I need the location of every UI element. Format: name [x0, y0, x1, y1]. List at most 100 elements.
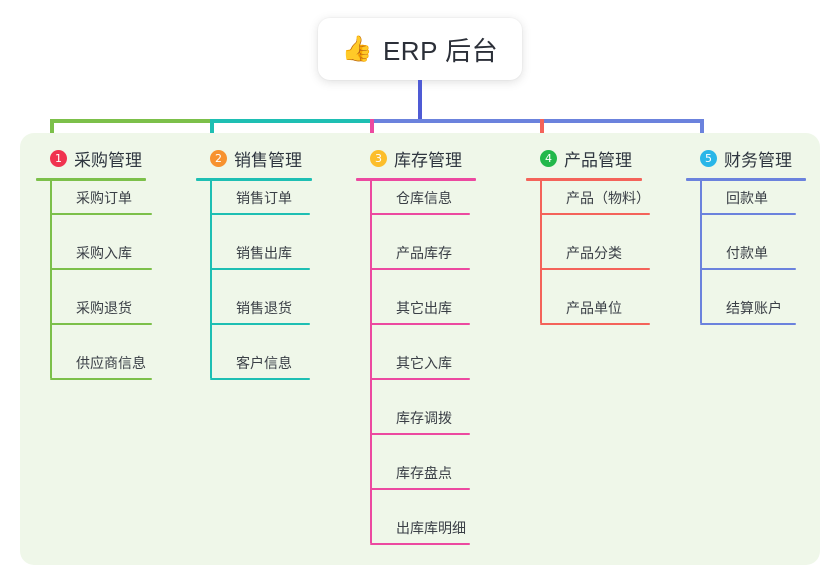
branches-panel	[20, 133, 820, 565]
leaf-label: 客户信息	[236, 355, 292, 371]
leaf-rule	[540, 268, 650, 270]
branch-badge-1: 1	[50, 149, 67, 167]
root-stem-line	[418, 80, 422, 123]
leaf-rule	[370, 268, 470, 270]
branch-badge-4: 4	[540, 149, 557, 167]
leaf-rule	[210, 378, 310, 380]
branch-title-2: 销售管理	[234, 150, 302, 170]
leaf-item[interactable]: 采购退货	[50, 290, 152, 345]
branch-badge-3: 3	[370, 149, 387, 167]
leaf-rule	[370, 323, 470, 325]
leaf-rule	[700, 213, 796, 215]
leaf-label: 产品单位	[566, 300, 622, 316]
leaf-label: 供应商信息	[76, 355, 146, 371]
leaf-label: 采购订单	[76, 190, 132, 206]
leaf-label: 库存盘点	[396, 465, 452, 481]
leaf-item[interactable]: 销售订单	[210, 180, 310, 235]
leaf-item[interactable]: 销售退货	[210, 290, 310, 345]
leaf-rule	[50, 213, 152, 215]
leaf-item[interactable]: 供应商信息	[50, 345, 152, 400]
branch-rule-4	[526, 178, 642, 181]
branch-rule-2	[196, 178, 312, 181]
leaf-item[interactable]: 客户信息	[210, 345, 310, 400]
branch-header-3[interactable]: 3 库存管理	[356, 146, 476, 170]
connector-bar-segment-1	[50, 119, 214, 123]
leaf-label: 库存调拨	[396, 410, 452, 426]
leaf-label: 付款单	[726, 245, 768, 261]
leaf-rule	[50, 268, 152, 270]
connector-bar-segment-2	[210, 119, 374, 123]
leaf-item[interactable]: 产品单位	[540, 290, 650, 345]
leaf-label: 出库库明细	[396, 520, 466, 536]
leaf-item[interactable]: 付款单	[700, 235, 796, 290]
leaf-rule	[210, 323, 310, 325]
leaf-rule	[540, 213, 650, 215]
leaf-item[interactable]: 产品分类	[540, 235, 650, 290]
leaf-item[interactable]: 库存调拨	[370, 400, 470, 455]
branch-trunk-1	[50, 180, 52, 378]
leaf-label: 仓库信息	[396, 190, 452, 206]
leaf-item[interactable]: 回款单	[700, 180, 796, 235]
leaf-rule	[210, 268, 310, 270]
branch-trunk-2	[210, 180, 212, 378]
leaf-item[interactable]: 其它入库	[370, 345, 470, 400]
leaf-label: 采购入库	[76, 245, 132, 261]
branch-header-1[interactable]: 1 采购管理	[36, 146, 146, 170]
leaf-label: 其它入库	[396, 355, 452, 371]
connector-bar-segment-3	[370, 119, 704, 123]
leaf-label: 产品分类	[566, 245, 622, 261]
leaf-rule	[370, 488, 470, 490]
branch-title-5: 财务管理	[724, 150, 792, 170]
branch-column-1: 1 采购管理	[36, 146, 146, 181]
leaf-label: 产品（物料）	[566, 190, 650, 206]
leaf-rule	[50, 378, 152, 380]
leaf-label: 回款单	[726, 190, 768, 206]
branch-header-2[interactable]: 2 销售管理	[196, 146, 312, 170]
leaf-item[interactable]: 采购订单	[50, 180, 152, 235]
leaf-item[interactable]: 产品库存	[370, 235, 470, 290]
leaf-label: 销售退货	[236, 300, 292, 316]
leaf-item[interactable]: 其它出库	[370, 290, 470, 345]
root-node[interactable]: 👍 ERP 后台	[318, 18, 522, 80]
branch-rule-1	[36, 178, 146, 181]
leaf-rule	[50, 323, 152, 325]
branch-trunk-3	[370, 180, 372, 543]
branch-title-3: 库存管理	[394, 150, 462, 170]
branch-rule-3	[356, 178, 476, 181]
branch-title-1: 采购管理	[74, 150, 142, 170]
leaf-label: 销售订单	[236, 190, 292, 206]
leaf-rule	[370, 378, 470, 380]
leaf-label: 其它出库	[396, 300, 452, 316]
branch-trunk-4	[540, 180, 542, 323]
branch-trunk-5	[700, 180, 702, 323]
branch-column-2: 2 销售管理	[196, 146, 312, 181]
leaf-item[interactable]: 出库库明细	[370, 510, 470, 565]
leaf-rule	[210, 213, 310, 215]
branch-header-4[interactable]: 4 产品管理	[526, 146, 642, 170]
leaf-label: 结算账户	[726, 300, 782, 316]
branch-column-4: 4 产品管理	[526, 146, 642, 181]
leaf-item[interactable]: 采购入库	[50, 235, 152, 290]
leaf-item[interactable]: 仓库信息	[370, 180, 470, 235]
root-node-label: ERP 后台	[382, 35, 499, 66]
leaf-item[interactable]: 结算账户	[700, 290, 796, 345]
leaf-item[interactable]: 库存盘点	[370, 455, 470, 510]
branch-title-4: 产品管理	[564, 150, 632, 170]
branch-badge-2: 2	[210, 149, 227, 167]
leaf-label: 销售出库	[236, 245, 292, 261]
branch-rule-5	[686, 178, 806, 181]
leaf-rule	[700, 323, 796, 325]
leaf-item[interactable]: 产品（物料）	[540, 180, 650, 235]
leaf-rule	[370, 213, 470, 215]
leaf-label: 产品库存	[396, 245, 452, 261]
leaf-rule	[540, 323, 650, 325]
thumbs-up-icon: 👍	[341, 34, 373, 63]
branch-column-3: 3 库存管理	[356, 146, 476, 181]
leaf-item[interactable]: 销售出库	[210, 235, 310, 290]
leaf-label: 采购退货	[76, 300, 132, 316]
leaf-rule	[370, 433, 470, 435]
leaf-rule	[370, 543, 470, 545]
